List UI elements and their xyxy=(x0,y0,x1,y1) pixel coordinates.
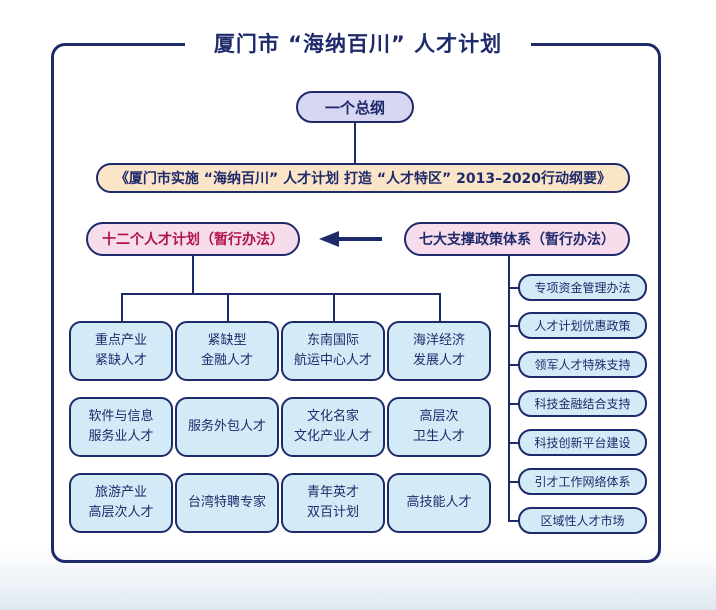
policy-system-branch: 七大支撑政策体系（暂行办法） xyxy=(404,222,630,256)
policy-item: 领军人才特殊支持 xyxy=(518,351,647,378)
talent-plan-card: 高层次卫生人才 xyxy=(387,397,491,457)
policy-connector-tick xyxy=(508,287,518,289)
talent-plan-card: 台湾特聘专家 xyxy=(175,473,279,533)
talent-connector-drop xyxy=(333,293,335,321)
root-connector xyxy=(354,123,356,163)
policy-item: 专项资金管理办法 xyxy=(518,274,647,301)
policy-connector-tick xyxy=(508,325,518,327)
talent-plan-card: 重点产业紧缺人才 xyxy=(69,321,173,381)
policy-item: 引才工作网络体系 xyxy=(518,468,647,495)
policy-connector-tick xyxy=(508,364,518,366)
talent-connector-drop xyxy=(121,293,123,321)
talent-plan-card: 服务外包人才 xyxy=(175,397,279,457)
talent-plan-card: 海洋经济发展人才 xyxy=(387,321,491,381)
branch-arrow-head-icon xyxy=(319,231,339,247)
talent-plan-card: 旅游产业高层次人才 xyxy=(69,473,173,533)
talent-connector-trunk xyxy=(192,256,194,294)
talent-plan-card: 文化名家文化产业人才 xyxy=(281,397,385,457)
policy-item: 科技金融结合支持 xyxy=(518,390,647,417)
talent-plan-card: 紧缺型金融人才 xyxy=(175,321,279,381)
policy-item: 科技创新平台建设 xyxy=(518,429,647,456)
policy-item: 人才计划优惠政策 xyxy=(518,312,647,339)
policy-connector-tick xyxy=(508,481,518,483)
talent-plan-card: 东南国际航运中心人才 xyxy=(281,321,385,381)
policy-connector-trunk xyxy=(508,256,510,522)
talent-connector-drop xyxy=(439,293,441,321)
branch-arrow-line xyxy=(338,237,382,241)
talent-connector-drop xyxy=(227,293,229,321)
diagram-title: 厦门市 “海纳百川” 人才计划 xyxy=(185,29,531,59)
policy-item: 区域性人才市场 xyxy=(518,507,647,534)
talent-plan-card: 软件与信息服务业人才 xyxy=(69,397,173,457)
talent-connector-bar xyxy=(121,293,440,295)
policy-connector-tick xyxy=(508,403,518,405)
talent-plan-card: 高技能人才 xyxy=(387,473,491,533)
document-node: 《厦门市实施 “海纳百川” 人才计划 打造 “人才特区” 2013–2020行动… xyxy=(96,163,630,193)
policy-connector-tick xyxy=(508,442,518,444)
talent-plans-branch: 十二个人才计划（暂行办法） xyxy=(86,222,300,256)
root-node: 一个总纲 xyxy=(296,91,414,123)
policy-connector-tick xyxy=(508,520,518,522)
talent-plan-card: 青年英才双百计划 xyxy=(281,473,385,533)
